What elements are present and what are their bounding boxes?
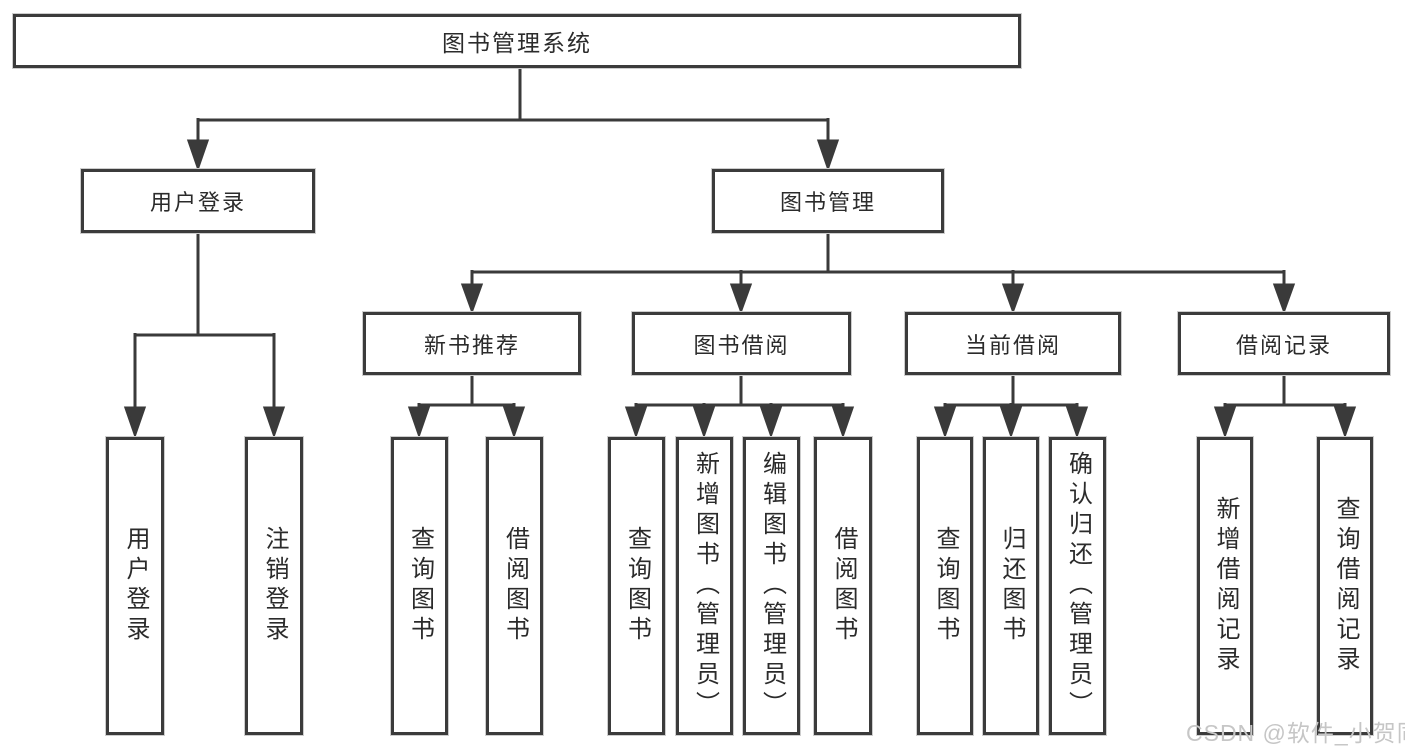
leaf-borrow-query-book: 查询图书 (608, 437, 665, 735)
node-new-book-recommend: 新书推荐 (363, 312, 581, 375)
leaf-borrow-book: 借阅图书 (814, 437, 872, 735)
csdn-watermark: CSDN @软件_小贺同学 (1186, 720, 1405, 746)
leaf-user-login: 用户登录 (106, 437, 164, 735)
leaf-recommend-borrow-book: 借阅图书 (486, 437, 543, 735)
leaf-add-borrow-record: 新增借阅记录 (1197, 437, 1253, 735)
node-current-borrow: 当前借阅 (905, 312, 1121, 375)
leaf-recommend-query-book: 查询图书 (391, 437, 448, 735)
node-user-login: 用户登录 (81, 169, 315, 233)
node-borrow-records: 借阅记录 (1178, 312, 1390, 375)
leaf-confirm-return-admin: 确认归还（管理员） (1049, 437, 1106, 735)
leaf-current-query-book: 查询图书 (917, 437, 973, 735)
node-book-management: 图书管理 (712, 169, 944, 233)
node-book-borrow: 图书借阅 (632, 312, 851, 375)
leaf-logout: 注销登录 (245, 437, 303, 735)
leaf-return-book: 归还图书 (983, 437, 1039, 735)
leaf-query-borrow-record: 查询借阅记录 (1317, 437, 1373, 735)
leaf-add-book-admin: 新增图书（管理员） (676, 437, 733, 735)
leaf-edit-book-admin: 编辑图书（管理员） (743, 437, 800, 735)
node-library-management-system: 图书管理系统 (13, 14, 1021, 68)
